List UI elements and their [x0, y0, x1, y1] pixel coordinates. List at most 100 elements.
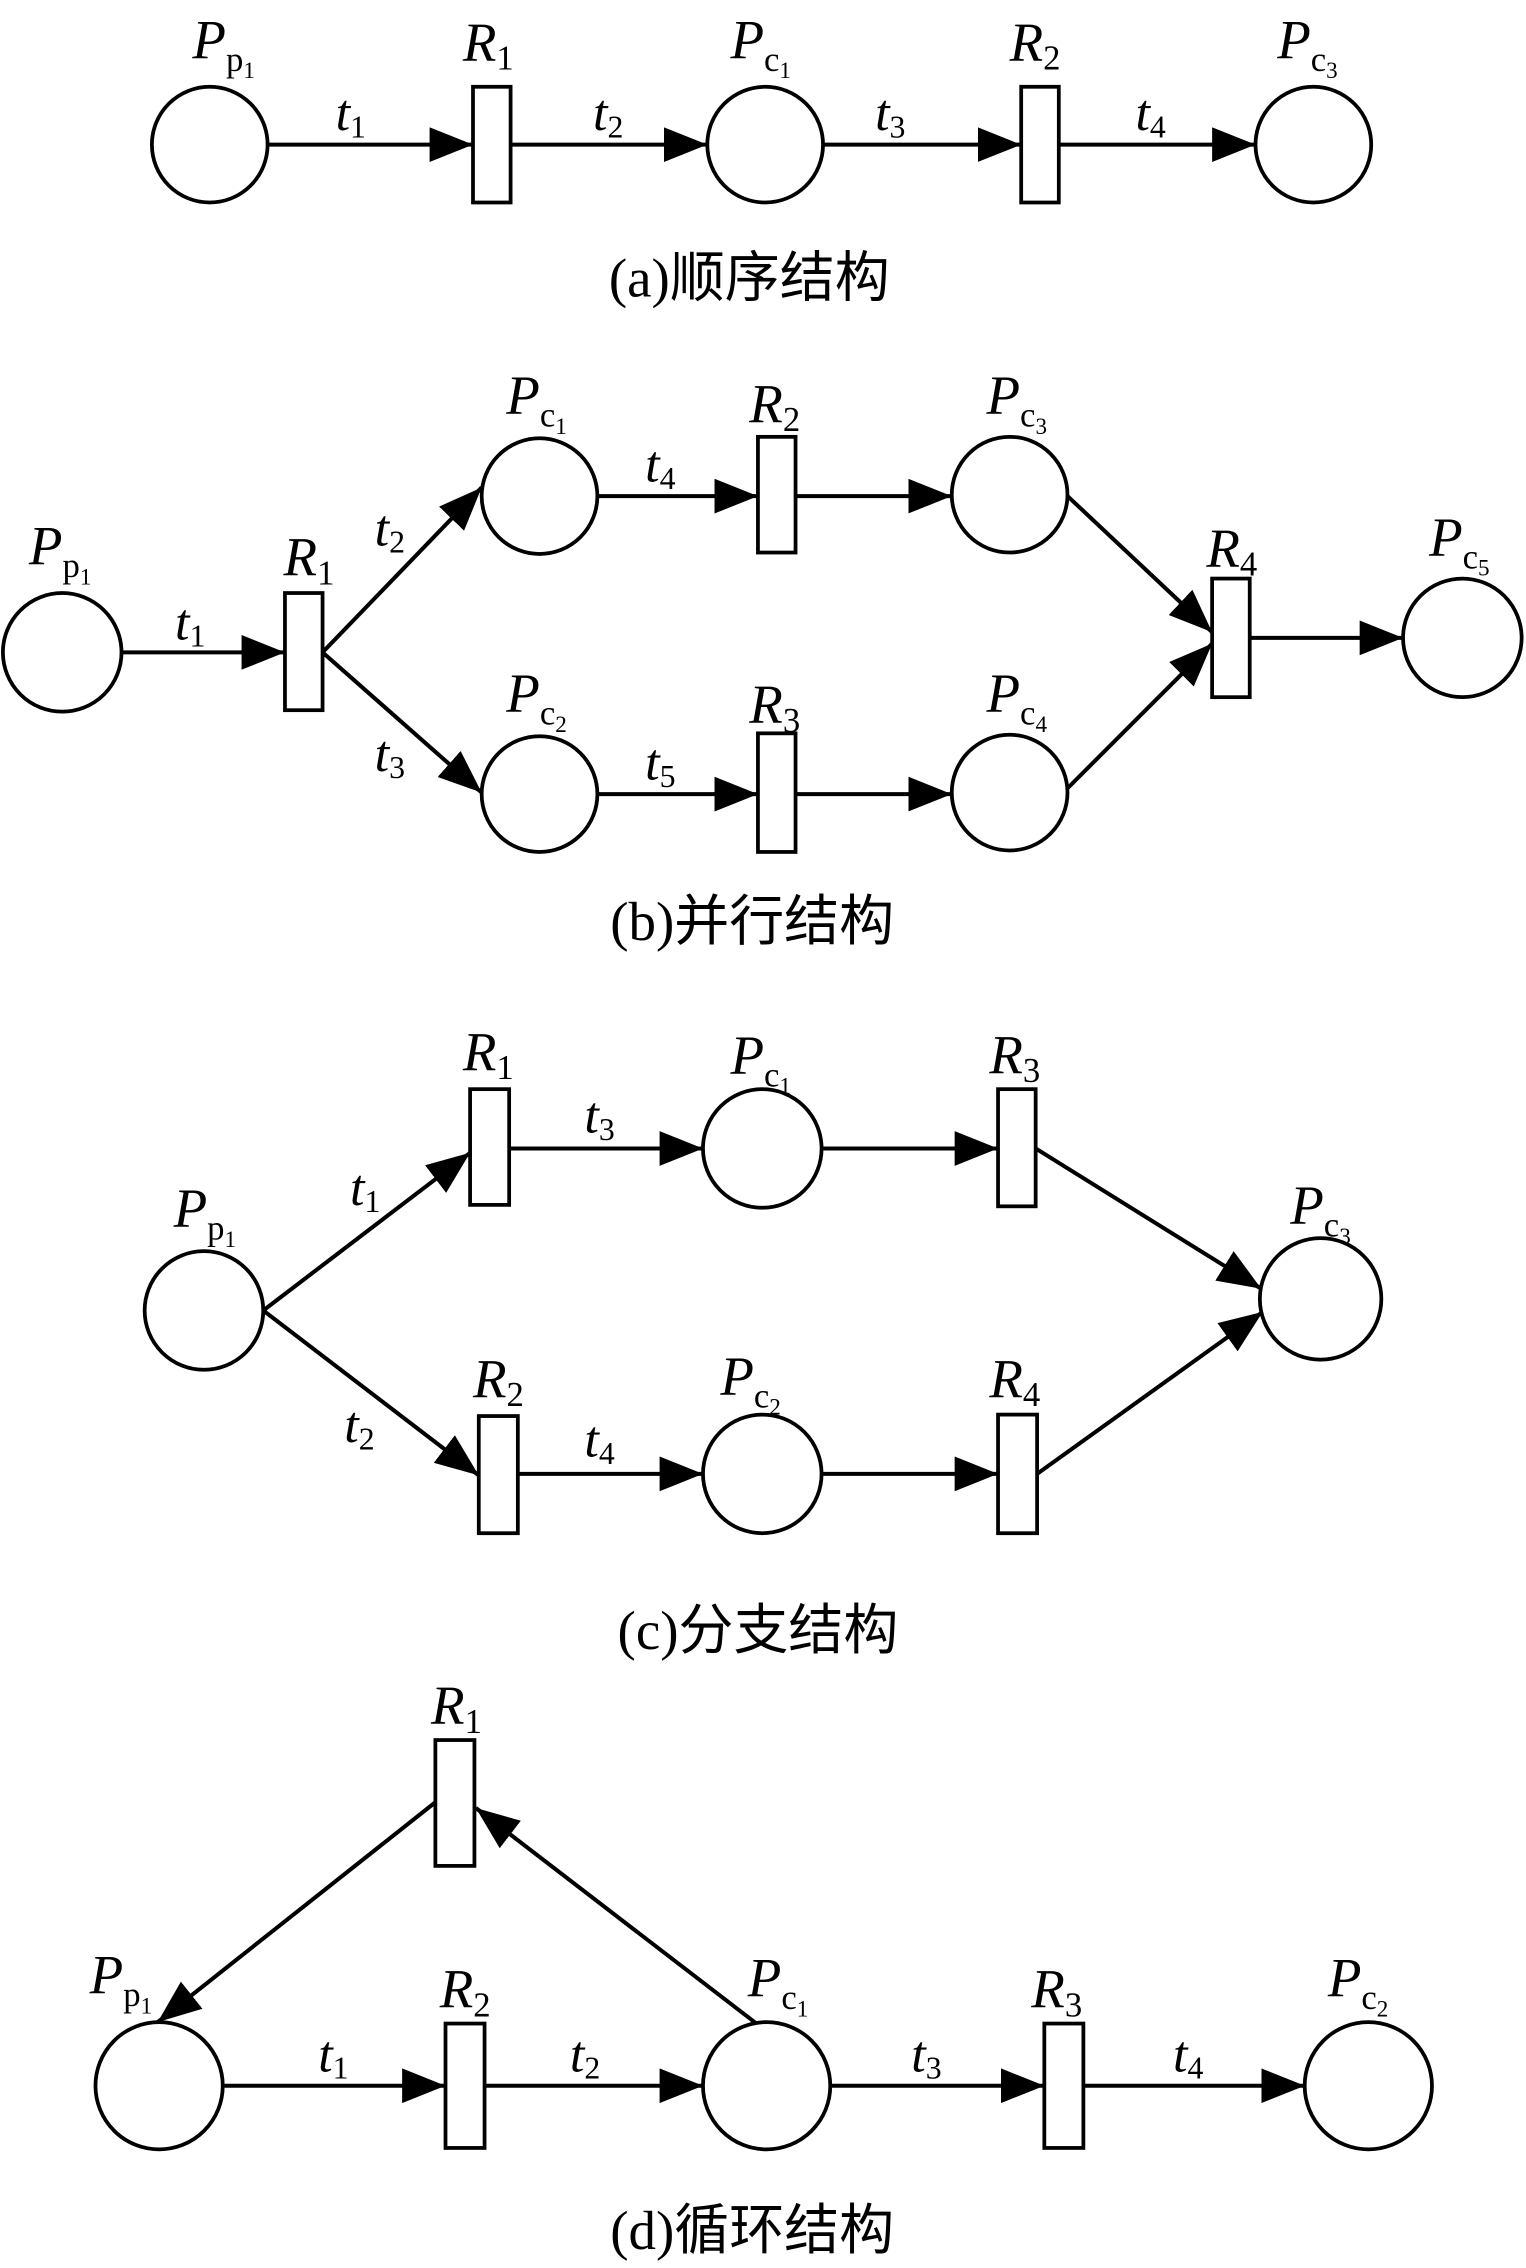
label-b-pc3: Pc3 — [985, 365, 1047, 440]
label-d-t4: t4 — [1173, 2026, 1203, 2085]
label-b-pc1: Pc1 — [505, 365, 567, 440]
label-c-t3: t3 — [584, 1088, 614, 1147]
label-sub: 1 — [365, 1184, 381, 1219]
label-sub: 3 — [1023, 1051, 1040, 1090]
label-main: P — [173, 1178, 208, 1239]
label-d-t1: t1 — [318, 2026, 348, 2085]
arc-b-t3 — [321, 650, 484, 795]
label-sub: c — [754, 1376, 769, 1415]
label-d-pc2: Pc2 — [1327, 1947, 1389, 2022]
label-sub: c — [540, 694, 555, 733]
label-c-t4: t4 — [584, 1412, 614, 1471]
place-c-pp1 — [142, 1249, 266, 1372]
label-a-pc3: Pc3 — [1276, 9, 1338, 84]
label-sub: 3 — [783, 701, 800, 740]
label-main: R — [988, 1024, 1023, 1085]
transition-b-r3 — [756, 731, 798, 854]
subfigure-d: Pp1 Pc1 Pc2 R1 R2 R3 t1 t2 t3 t4 (d)循环结构 — [89, 1675, 1434, 2261]
label-b-t1: t1 — [175, 594, 205, 653]
label-b-r4: R4 — [1205, 518, 1257, 584]
arc-d-r1-pp1 — [156, 1800, 437, 2024]
label-a-t1: t1 — [336, 85, 366, 144]
place-a-pc1 — [705, 84, 825, 205]
label-sub: 1 — [465, 1702, 482, 1741]
label-main: R — [1205, 518, 1240, 579]
arc-c-r3-pc3 — [1034, 1146, 1263, 1291]
label-c-pc1: Pc1 — [729, 1024, 791, 1099]
label-subsub: 1 — [779, 58, 791, 84]
label-sub: 1 — [317, 553, 334, 592]
place-a-pp1 — [150, 84, 270, 205]
label-subsub: 2 — [769, 1395, 781, 1421]
label-b-t2: t2 — [375, 500, 405, 559]
caption-a: (a)顺序结构 — [609, 248, 890, 309]
transition-d-r3 — [1042, 2021, 1086, 2150]
label-b-pc2: Pc2 — [505, 663, 567, 738]
label-d-t3: t3 — [911, 2026, 941, 2085]
label-c-r4: R4 — [988, 1348, 1040, 1414]
place-c-pc2 — [701, 1412, 824, 1536]
place-d-pp1 — [93, 2020, 225, 2152]
label-subsub: 3 — [1339, 1224, 1351, 1250]
transition-c-r1 — [468, 1087, 512, 1207]
label-subsub: 3 — [1326, 58, 1338, 84]
label-main: P — [985, 663, 1020, 724]
label-sub: c — [781, 1978, 796, 2017]
label-main: R — [462, 1021, 497, 1082]
label-a-r1: R1 — [462, 12, 514, 78]
label-main: P — [719, 1345, 754, 1406]
label-subsub: 1 — [243, 58, 255, 84]
label-c-t1: t1 — [350, 1160, 380, 1219]
place-d-pc2 — [1302, 2020, 1434, 2152]
label-d-r3: R3 — [1030, 1959, 1082, 2025]
label-sub: p — [226, 40, 243, 79]
label-main: P — [1289, 1175, 1324, 1236]
label-sub: 2 — [473, 1985, 490, 2024]
caption-b: (b)并行结构 — [610, 891, 894, 952]
label-main: R — [988, 1348, 1023, 1409]
label-c-r2: R2 — [472, 1348, 524, 1414]
label-c-pc2: Pc2 — [719, 1345, 781, 1420]
label-sub: 3 — [890, 109, 906, 144]
label-a-t2: t2 — [593, 85, 623, 144]
label-sub: p — [207, 1209, 224, 1248]
label-main: t — [350, 1160, 366, 1217]
label-main: t — [375, 726, 391, 783]
label-sub: 2 — [584, 2051, 600, 2086]
label-b-pp1: Pp1 — [28, 515, 92, 590]
transition-c-r3 — [996, 1087, 1038, 1209]
subfigure-b: Pp1 Pc1 Pc2 Pc3 Pc4 Pc5 R1 R2 R3 R4 t1 t… — [1, 365, 1524, 952]
arc-c-r4-pc3 — [1035, 1310, 1264, 1476]
label-sub: c — [1020, 396, 1035, 435]
label-sub: 4 — [1240, 545, 1257, 584]
label-main: P — [505, 365, 540, 426]
label-sub: 1 — [189, 619, 205, 654]
place-b-pp1 — [1, 591, 124, 714]
label-main: R — [462, 12, 497, 73]
label-subsub: 3 — [1035, 414, 1047, 440]
label-subsub: 2 — [1377, 1996, 1389, 2022]
label-sub: c — [1020, 694, 1035, 733]
label-sub: 2 — [507, 1375, 524, 1414]
transition-d-r1 — [433, 1738, 477, 1868]
label-main: P — [505, 663, 540, 724]
label-main: t — [645, 437, 661, 494]
label-main: t — [336, 85, 352, 142]
label-subsub: 2 — [555, 712, 567, 738]
label-main: P — [1428, 506, 1463, 567]
label-sub: c — [540, 396, 555, 435]
label-sub: 1 — [496, 1048, 513, 1087]
place-d-pc1 — [701, 2020, 833, 2152]
arc-b-pc3-r4 — [1064, 493, 1214, 634]
label-main: R — [472, 1348, 507, 1409]
label-main: t — [584, 1412, 600, 1469]
label-sub: 3 — [1065, 1985, 1082, 2024]
label-subsub: 1 — [779, 1074, 791, 1100]
place-b-pc4 — [949, 732, 1070, 853]
label-subsub: 4 — [1035, 712, 1047, 738]
label-main: R — [1009, 12, 1044, 73]
transition-b-r4 — [1210, 576, 1252, 700]
label-c-r1: R1 — [462, 1021, 514, 1087]
label-sub: 3 — [926, 2051, 942, 2086]
